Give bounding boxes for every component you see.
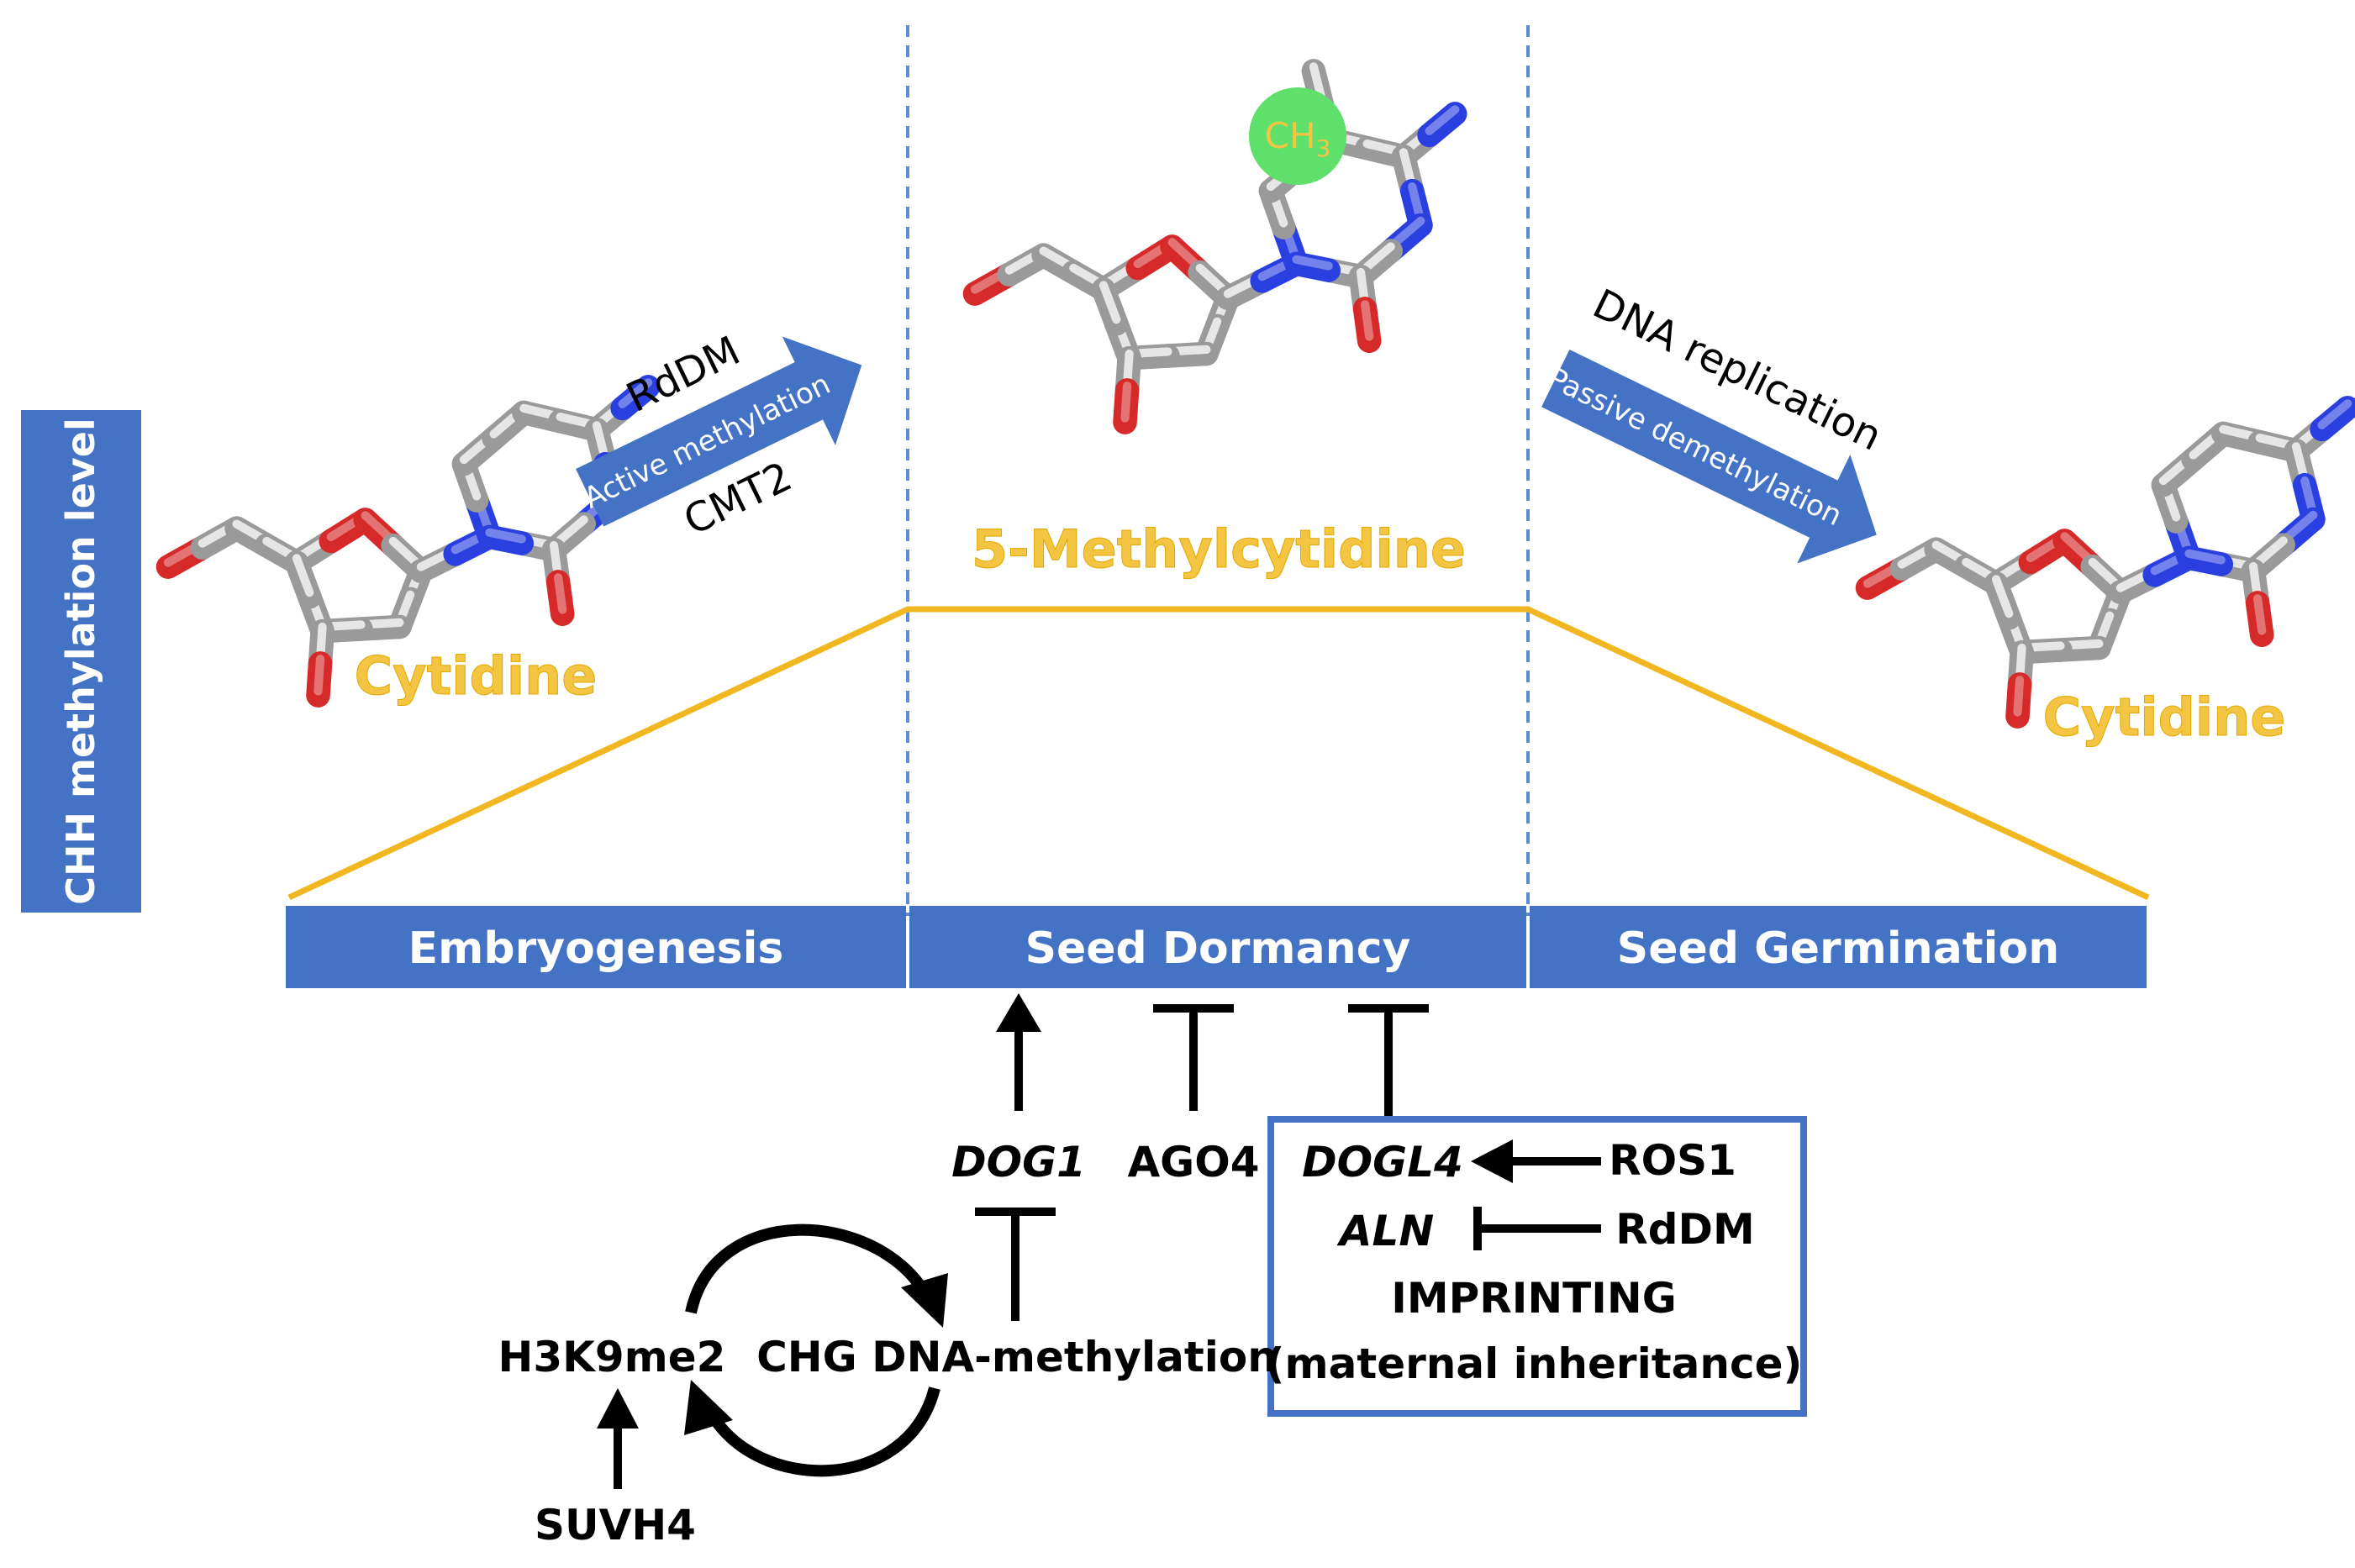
methylation-level-curve [287, 606, 2150, 901]
stage-dormancy-box [909, 906, 1526, 988]
bond-highlight [2252, 594, 2267, 635]
feedback-arc-bottom [704, 1386, 940, 1477]
suvh4-arrowhead [597, 1388, 639, 1429]
bond-highlight [1120, 381, 1132, 423]
imprinting-box [1267, 1116, 1807, 1417]
stage-embryogenesis: Embryogenesis [408, 923, 784, 974]
bond-highlight [2184, 549, 2226, 565]
feedback-arc-top [685, 1223, 930, 1314]
methylcytidine-label: 5-Methylcytidine [972, 518, 1466, 580]
chg-label: CHG DNA-methylation [756, 1333, 1278, 1381]
stage-germination: Seed Germination [1617, 923, 2059, 974]
feedback-arc-bottom-head [684, 1380, 733, 1435]
bond-segment [2005, 672, 2032, 729]
maternal-label: (maternal inheritance) [1266, 1339, 1803, 1388]
bond-segment [1113, 378, 1140, 434]
bond-highlight [485, 528, 526, 544]
bond-segment [2177, 545, 2234, 576]
ago4-label: AGO4 [1127, 1138, 1259, 1187]
bond-highlight [1098, 281, 1121, 324]
imprinting-label: IMPRINTING [1391, 1274, 1677, 1323]
feedback-arc-top-head [901, 1273, 948, 1328]
cytidine-right-molecule [1855, 396, 2355, 729]
bond-highlight [1991, 575, 2014, 618]
bond-segment [1417, 102, 1467, 148]
bond-segment [306, 651, 333, 708]
ros1-arrowhead [1471, 1139, 1513, 1183]
methyl-subscript: 3 [1316, 134, 1331, 162]
bond-segment [610, 375, 661, 421]
dog1-arrowhead [996, 993, 1041, 1032]
dog1-label: DOG1 [951, 1138, 1086, 1187]
svg-text:CH3: CH3 [1265, 115, 1331, 162]
aln-label: ALN [1336, 1207, 1434, 1255]
regulator-network [597, 993, 1601, 1489]
bond-highlight [1292, 255, 1333, 271]
bond-segment [2245, 591, 2274, 647]
bond-segment [545, 570, 575, 626]
methyl-group-badge: CH3 [1249, 87, 1346, 185]
stage-germination-box [1530, 906, 2147, 988]
methylcytidine-molecule [962, 59, 1467, 434]
bond-segment [2310, 396, 2355, 442]
side-label-text: CHH methylation level [58, 418, 103, 904]
bond-highlight [313, 655, 325, 696]
bond-segment [1284, 251, 1341, 282]
bond-highlight [1360, 300, 1374, 341]
side-label-box: CHH methylation level [21, 410, 141, 913]
ros1-label: ROS1 [1609, 1136, 1736, 1185]
dogl4-label: DOGL4 [1302, 1138, 1463, 1187]
rddm-label: RdDM [1615, 1205, 1755, 1254]
cytidine-left-label: Cytidine [355, 645, 598, 707]
suvh4-label: SUVH4 [535, 1501, 696, 1550]
stage-embryogenesis-box [286, 906, 906, 988]
cytidine-right-label: Cytidine [2043, 687, 2286, 748]
bond-highlight [618, 378, 653, 408]
h3k9me2-label: H3K9me2 [498, 1333, 726, 1381]
bond-highlight [2317, 399, 2352, 429]
bond-highlight [292, 554, 314, 597]
bond-highlight [553, 573, 567, 614]
stage-dormancy: Seed Dormancy [1025, 923, 1411, 974]
bond-segment [1352, 297, 1382, 353]
bond-highlight [1425, 105, 1460, 135]
bond-highlight [2013, 676, 2025, 717]
bond-segment [477, 524, 535, 555]
stage-bar: Embryogenesis Seed Dormancy Seed Germina… [286, 906, 2147, 988]
methyl-label: CH [1265, 115, 1316, 156]
